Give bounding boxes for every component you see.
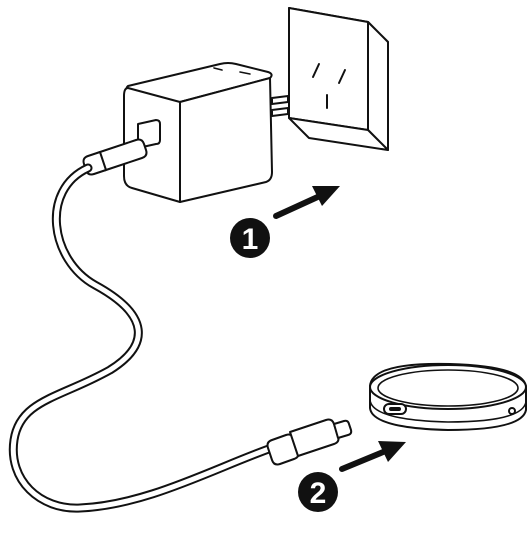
step-1-number: 1	[242, 223, 259, 256]
outlet-slot-left	[312, 63, 320, 78]
wall-outlet-icon	[288, 7, 389, 151]
charger-indicator-light	[508, 407, 516, 415]
adapter-prong-top	[271, 95, 289, 105]
usb-c-cable-icon	[8, 138, 353, 513]
arrow-icon-1	[273, 186, 340, 219]
outlet-slot-right	[338, 69, 346, 84]
step-2-number: 2	[310, 477, 327, 510]
charger-top-surface	[369, 364, 527, 410]
adapter-prong-bottom	[271, 107, 289, 117]
power-adapter-icon	[123, 62, 289, 203]
step-1-badge: 1	[230, 218, 270, 258]
cable-usb-c-tip	[333, 419, 353, 439]
cable-plug-charger	[289, 418, 340, 457]
arrow-icon-2	[339, 441, 406, 472]
step-2-badge: 2	[298, 472, 338, 512]
wireless-charger-icon	[369, 362, 527, 431]
